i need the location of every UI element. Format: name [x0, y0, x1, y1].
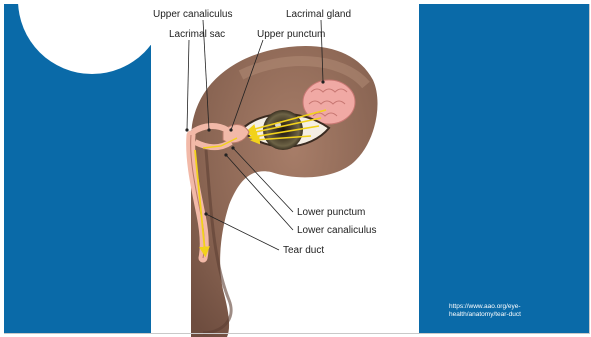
label-lower-canaliculus: Lower canaliculus — [297, 225, 377, 236]
left-blue-panel — [4, 4, 151, 333]
label-upper-canaliculus: Upper canaliculus — [153, 9, 233, 20]
label-upper-punctum: Upper punctum — [257, 29, 325, 40]
source-citation: https://www.aao.org/eye- health/anatomy/… — [449, 303, 579, 319]
source-line-2: health/anatomy/tear-duct — [449, 311, 579, 319]
right-blue-panel: https://www.aao.org/eye- health/anatomy/… — [419, 4, 589, 333]
source-line-1: https://www.aao.org/eye- — [449, 303, 579, 311]
tear-duct-anatomy-diagram: Upper canaliculus Lacrimal gland Lacrima… — [151, 0, 419, 337]
white-circle-decoration — [18, 4, 151, 74]
label-tear-duct: Tear duct — [283, 245, 324, 256]
label-lower-punctum: Lower punctum — [297, 207, 365, 218]
label-lacrimal-gland: Lacrimal gland — [286, 9, 351, 20]
right-divider — [589, 4, 590, 334]
label-lacrimal-sac: Lacrimal sac — [169, 29, 225, 40]
bottom-divider — [4, 333, 589, 334]
